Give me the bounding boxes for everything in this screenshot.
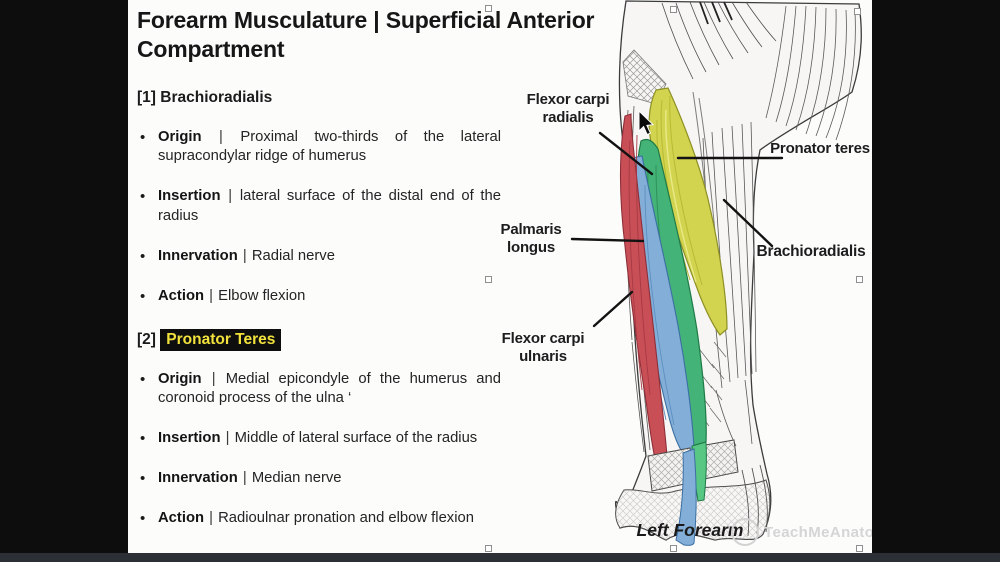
muscle-striations xyxy=(765,5,856,141)
selection-handle-middle-left[interactable] xyxy=(485,276,492,283)
bullet-marker: • xyxy=(140,370,146,388)
palmaris-longus-tendon xyxy=(675,448,697,546)
pipe-separator: | xyxy=(228,188,233,204)
pipe-separator: | xyxy=(242,470,247,486)
bullet-text: Insertion | Middle of lateral surface of… xyxy=(158,429,501,449)
bullet-item: • Innervation | Radial nerve xyxy=(137,247,501,267)
watermark-logo-icon xyxy=(731,518,759,546)
flexor-carpi-ulnaris-pointer xyxy=(592,290,634,328)
pipe-separator: | xyxy=(225,430,230,446)
bullet-term: Origin xyxy=(158,128,202,145)
pipe-separator: | xyxy=(211,370,216,387)
section-2-name-highlighted: Pronator Teres xyxy=(160,329,282,351)
section-1-name: Brachioradialis xyxy=(160,89,273,106)
section-1-number: [1] xyxy=(137,89,156,106)
pipe-separator: | xyxy=(242,247,247,264)
bullet-body: Proximal two-thirds of the lateral supra… xyxy=(158,128,501,165)
palmaris-longus-pointer xyxy=(570,237,645,243)
bullet-text: Innervation | Radial nerve xyxy=(158,247,501,267)
bullet-marker: • xyxy=(140,287,146,305)
bullet-marker: • xyxy=(140,430,146,447)
watermark-text: TeachMeAnatom xyxy=(764,524,872,541)
selection-handle-top-right[interactable] xyxy=(854,8,861,15)
pipe-separator: | xyxy=(209,510,213,526)
selection-handle-bottom-middle[interactable] xyxy=(670,545,677,552)
wrist-band-right-hatch xyxy=(700,440,738,479)
selection-handle-middle-right[interactable] xyxy=(856,276,863,283)
bullet-text: Action | Radioulnar pronation and elbow … xyxy=(158,509,501,529)
window-bottom-bar xyxy=(0,553,1000,562)
bullet-text: Origin | Proximal two-thirds of the late… xyxy=(158,128,501,167)
text-column: Forearm Musculature | Superficial Anteri… xyxy=(137,0,697,529)
pronator-teres-highlight xyxy=(665,109,697,283)
flexor-carpi-ulnaris-streaks xyxy=(628,134,651,396)
label-pronator-teres: Pronator teres xyxy=(770,140,870,157)
bullet-item: • Origin | Proximal two-thirds of the la… xyxy=(137,128,501,167)
label-palmaris-longus: Palmaris longus xyxy=(500,221,562,256)
page-title: Forearm Musculature | Superficial Anteri… xyxy=(137,7,595,62)
mouse-cursor-icon xyxy=(638,109,655,136)
flexor-carpi-radialis-pointer xyxy=(598,131,654,176)
bullet-term: Insertion xyxy=(158,430,221,446)
brachioradialis-pointer xyxy=(722,198,774,248)
bullet-term: Action xyxy=(158,287,205,304)
bullet-marker: • xyxy=(140,470,146,487)
bullet-item: • Innervation | Median nerve xyxy=(137,469,501,489)
wrist-band-left-hatch xyxy=(648,448,694,491)
label-brachioradialis: Brachioradialis xyxy=(756,243,866,260)
bullet-text: Origin | Medial epicondyle of the humeru… xyxy=(158,370,501,409)
pipe-separator: | xyxy=(219,128,223,145)
bullet-body: Median nerve xyxy=(251,470,342,486)
bullet-body: Radial nerve xyxy=(251,247,335,264)
forearm-anatomy-image[interactable] xyxy=(560,0,872,553)
diagram-caption: Left Forearm xyxy=(636,520,744,540)
bullet-term: Origin xyxy=(158,370,202,387)
section-2-number: [2] xyxy=(137,331,156,348)
bullet-text: Action | Elbow flexion xyxy=(158,287,501,307)
bullet-term: Innervation xyxy=(158,247,238,264)
bullet-text: Insertion | lateral surface of the dista… xyxy=(158,187,501,226)
selection-handle-bottom-left[interactable] xyxy=(485,545,492,552)
bullet-term: Innervation xyxy=(158,470,238,486)
bullet-item: • Insertion | lateral surface of the dis… xyxy=(137,187,501,226)
bullet-body: lateral surface of the distal end of the… xyxy=(158,188,501,224)
label-flexor-carpi-ulnaris: Flexor carpi ulnaris xyxy=(501,330,585,365)
pipe-separator: | xyxy=(209,287,213,304)
slide: Forearm Musculature | Superficial Anteri… xyxy=(128,0,872,553)
bullet-marker: • xyxy=(140,247,146,265)
bullet-term: Action xyxy=(158,510,205,526)
bullet-text: Innervation | Median nerve xyxy=(158,469,501,489)
selection-handle-top-left[interactable] xyxy=(485,5,492,12)
bullet-marker: • xyxy=(140,510,146,527)
muscle-striations xyxy=(661,1,777,80)
bullet-body: Medial epicondyle of the humerus and cor… xyxy=(158,370,501,407)
bullet-marker: • xyxy=(140,128,146,146)
bullet-item: • Action | Elbow flexion xyxy=(137,287,501,307)
bullet-body: Radioulnar pronation and elbow flexion xyxy=(218,510,474,526)
bullet-body: Middle of lateral surface of the radius xyxy=(234,430,478,446)
bullet-body: Elbow flexion xyxy=(218,287,306,304)
label-flexor-carpi-radialis: Flexor carpi radialis xyxy=(526,91,610,126)
bullet-item: • Action | Radioulnar pronation and elbo… xyxy=(137,509,501,529)
muscle-striations xyxy=(699,1,733,25)
selection-handle-bottom-right[interactable] xyxy=(856,545,863,552)
section-2-header: [2] Pronator Teres xyxy=(137,329,697,351)
section-1-header: [1] Brachioradialis xyxy=(137,88,697,107)
bullet-marker: • xyxy=(140,188,146,205)
label-pointer-lines xyxy=(570,131,784,328)
bullet-item: • Insertion | Middle of lateral surface … xyxy=(137,429,501,449)
bullet-item: • Origin | Medial epicondyle of the hume… xyxy=(137,370,501,409)
bullet-term: Insertion xyxy=(158,188,221,204)
selection-handle-top-middle[interactable] xyxy=(670,6,677,13)
